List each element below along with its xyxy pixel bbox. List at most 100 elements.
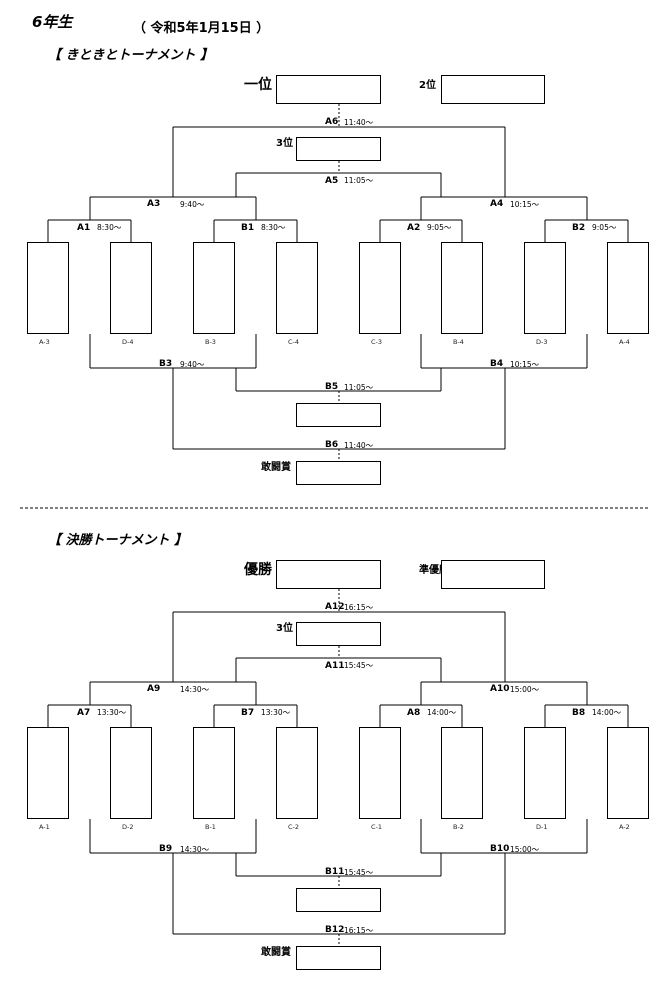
team-box: [276, 242, 318, 334]
match-id: A12: [325, 602, 345, 612]
section-title: 【 決勝トーナメント 】: [48, 533, 188, 548]
slot-label: C-2: [288, 823, 300, 831]
team-box: [607, 242, 649, 334]
match-time: 8:30～: [97, 223, 122, 232]
slot-label: A-1: [39, 823, 50, 831]
match-id: A11: [325, 661, 345, 671]
team-box: [359, 242, 401, 334]
slot-label: C-3: [371, 338, 383, 346]
match-id: B9: [159, 844, 173, 854]
match-id: A5: [325, 176, 339, 186]
match-id: B2: [572, 223, 586, 233]
slot-label: A-4: [619, 338, 630, 346]
team-box: [441, 242, 483, 334]
match-time: 14:00～: [592, 708, 622, 717]
first-place-label: 優勝: [244, 562, 272, 578]
slot-label: D-2: [122, 823, 134, 831]
third-place-label: 3位: [276, 138, 293, 149]
fighting-spirit-box: [296, 946, 381, 970]
match-id: B8: [572, 708, 586, 718]
match-time: 11:40～: [344, 441, 374, 450]
slot-label: C-4: [288, 338, 300, 346]
match-id: B3: [159, 359, 173, 369]
third-place-label: 3位: [276, 623, 293, 634]
match-id: A8: [407, 708, 421, 718]
first-place-label: 一位: [244, 77, 272, 93]
team-box: [524, 727, 566, 819]
third-place-box: [296, 137, 381, 161]
match-time: 13:30～: [261, 708, 291, 717]
team-box: [276, 727, 318, 819]
grade-label: 6年生: [32, 13, 73, 31]
match-id: A9: [147, 684, 161, 694]
slot-label: D-3: [536, 338, 548, 346]
match-time: 9:05～: [592, 223, 617, 232]
first-place-box: [276, 75, 381, 104]
slot-label: D-4: [122, 338, 134, 346]
match-time: 16:15～: [344, 926, 374, 935]
match-id: A4: [490, 199, 504, 209]
slot-label: A-2: [619, 823, 630, 831]
team-box: [193, 727, 235, 819]
match-time: 10:15～: [510, 360, 540, 369]
match-id: B6: [325, 440, 339, 450]
slot-label: D-1: [536, 823, 548, 831]
match-id: B10: [490, 844, 510, 854]
match-id: A7: [77, 708, 91, 718]
match-time: 10:15～: [510, 200, 540, 209]
team-box: [607, 727, 649, 819]
match-time: 14:30～: [180, 685, 210, 694]
match-time: 15:45～: [344, 868, 374, 877]
team-box: [524, 242, 566, 334]
match-time: 9:40～: [180, 360, 205, 369]
second-place-label: 2位: [419, 80, 436, 91]
match-time: 14:30～: [180, 845, 210, 854]
slot-label: B-3: [205, 338, 216, 346]
team-box: [27, 727, 69, 819]
date-label: （ 令和5年1月15日 ）: [133, 21, 270, 36]
match-id: B4: [490, 359, 504, 369]
match-time: 16:15～: [344, 603, 374, 612]
match-id: A6: [325, 117, 339, 127]
section-title: 【 きときとトーナメント 】: [48, 48, 214, 63]
match-time: 11:05～: [344, 176, 374, 185]
match-time: 15:45～: [344, 661, 374, 670]
match-time: 9:05～: [427, 223, 452, 232]
match-time: 15:00～: [510, 845, 540, 854]
match-id: A2: [407, 223, 421, 233]
team-box: [110, 242, 152, 334]
match-id: B12: [325, 925, 345, 935]
team-box: [193, 242, 235, 334]
second-place-box: [441, 560, 545, 589]
slot-label: B-2: [453, 823, 464, 831]
slot-label: B-4: [453, 338, 464, 346]
first-place-box: [276, 560, 381, 589]
third-place-box: [296, 622, 381, 646]
match-id: A10: [490, 684, 510, 694]
slot-label: C-1: [371, 823, 383, 831]
slot-label: B-1: [205, 823, 216, 831]
loser-semi-box: [296, 403, 381, 427]
fighting-spirit-box: [296, 461, 381, 485]
match-id: B1: [241, 223, 255, 233]
fighting-spirit-label: 敢闘賞: [261, 947, 291, 958]
match-time: 13:30～: [97, 708, 127, 717]
match-time: 8:30～: [261, 223, 286, 232]
fighting-spirit-label: 敢闘賞: [261, 462, 291, 473]
slot-label: A-3: [39, 338, 50, 346]
match-id: B5: [325, 382, 339, 392]
match-id: B7: [241, 708, 255, 718]
match-time: 11:05～: [344, 383, 374, 392]
match-time: 9:40～: [180, 200, 205, 209]
team-box: [27, 242, 69, 334]
second-place-box: [441, 75, 545, 104]
match-id: A3: [147, 199, 161, 209]
loser-semi-box: [296, 888, 381, 912]
match-time: 15:00～: [510, 685, 540, 694]
team-box: [441, 727, 483, 819]
match-time: 11:40～: [344, 118, 374, 127]
match-id: A1: [77, 223, 91, 233]
team-box: [359, 727, 401, 819]
team-box: [110, 727, 152, 819]
